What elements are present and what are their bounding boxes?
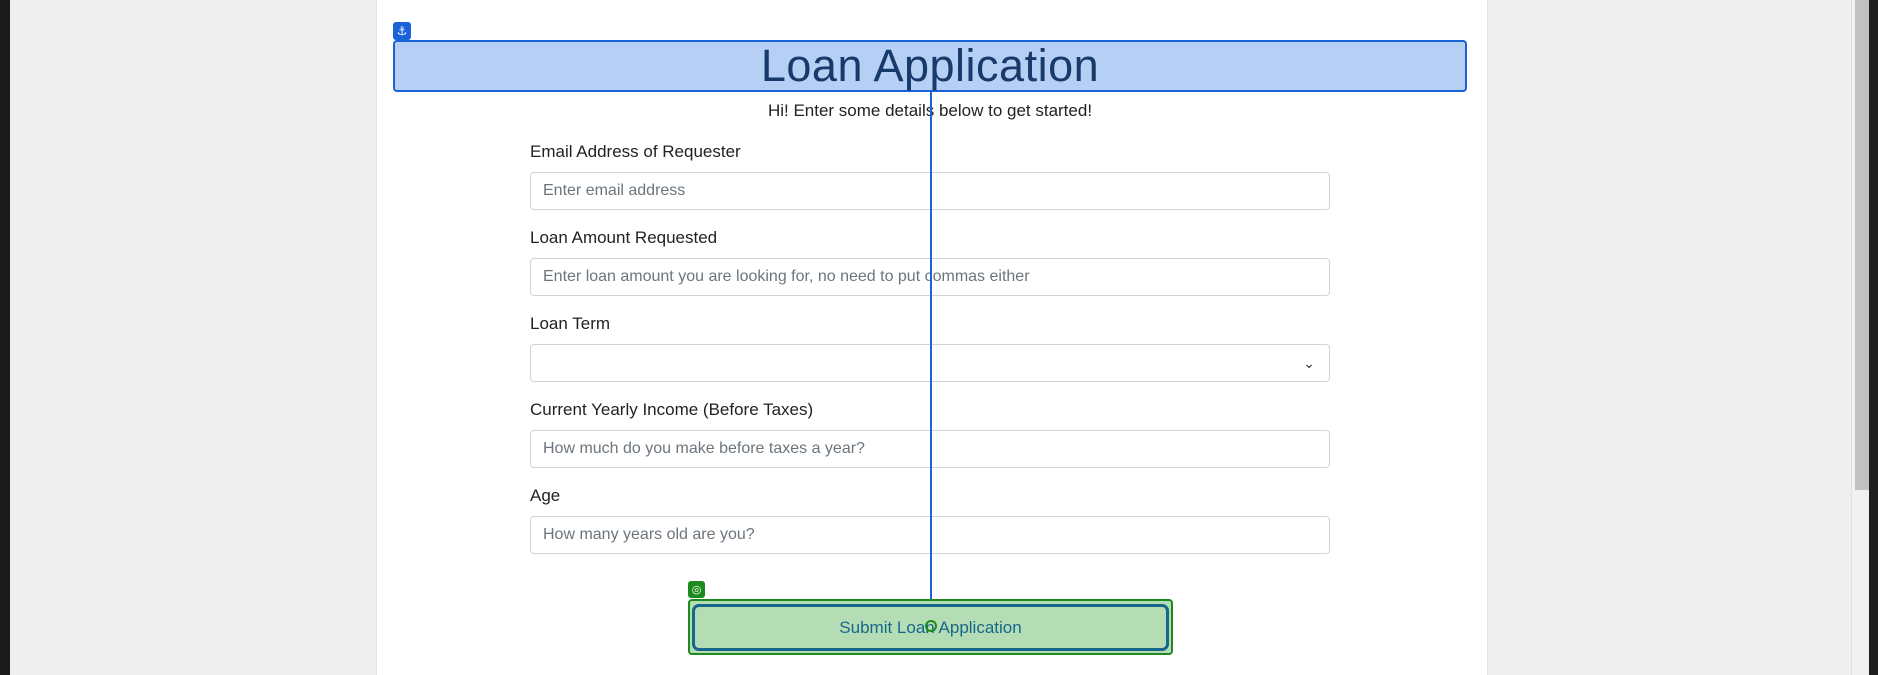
form-card	[376, 0, 1488, 675]
scrollbar[interactable]	[1851, 0, 1878, 675]
window-edge-right	[1869, 0, 1878, 675]
email-label: Email Address of Requester	[530, 142, 741, 161]
chevron-down-icon: ⌄	[1303, 354, 1315, 371]
connector-line	[930, 92, 932, 600]
anchor-icon: ⚓	[393, 22, 411, 40]
click-point-marker	[925, 620, 937, 632]
loan-amount-label: Loan Amount Requested	[530, 228, 718, 247]
target-icon: ◎	[688, 581, 705, 598]
loan-term-label: Loan Term	[530, 314, 611, 333]
scrollbar-thumb[interactable]	[1855, 0, 1869, 490]
age-label: Age	[530, 486, 561, 505]
income-label: Current Yearly Income (Before Taxes)	[530, 400, 814, 419]
title-highlight: Loan Application	[393, 40, 1467, 92]
window-edge	[0, 0, 10, 675]
page-title: Loan Application	[760, 40, 1100, 91]
page-subtitle: Hi! Enter some details below to get star…	[767, 101, 1093, 120]
